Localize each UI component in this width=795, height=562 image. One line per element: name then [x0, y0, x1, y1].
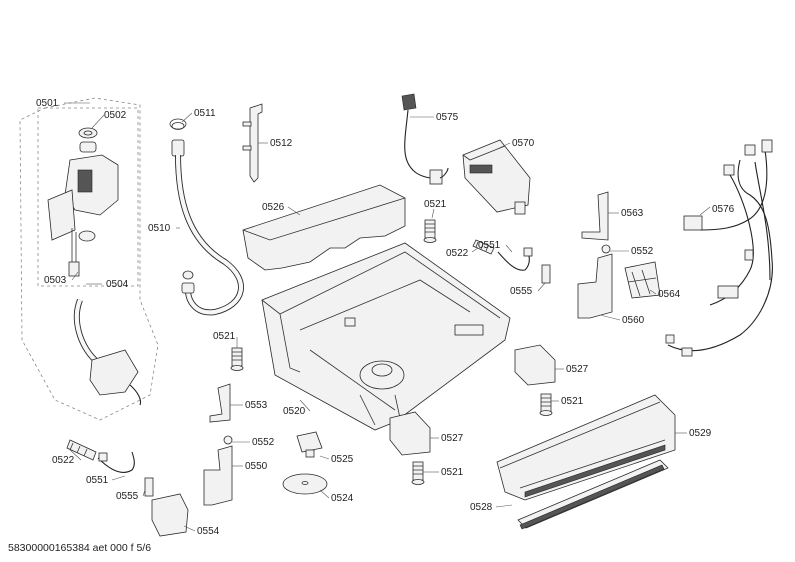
label-0575: 0575	[436, 112, 459, 123]
foot-0521-top	[423, 219, 437, 243]
cable-0551-right	[497, 247, 533, 271]
document-reference: 58300000165384 aet 000 f 5/6	[8, 542, 152, 554]
label-0555-right: 0555	[510, 286, 533, 297]
label-0522-right: 0522	[446, 248, 469, 259]
foot-cover-0527-right	[514, 344, 556, 386]
hose-clamp-0511	[169, 118, 187, 130]
base-tray-0520	[261, 242, 511, 431]
label-0554: 0554	[197, 526, 220, 537]
power-cable-0575	[401, 93, 449, 185]
cover-0526	[242, 184, 406, 271]
label-0560: 0560	[622, 315, 645, 326]
foot-0521-right	[539, 393, 553, 416]
drain-hose-0510	[171, 139, 244, 316]
cable-0551-left	[97, 451, 135, 473]
hinge-bracket-0550	[203, 445, 233, 506]
label-0576: 0576	[712, 204, 735, 215]
label-0511: 0511	[194, 108, 216, 119]
group-0501-inner-boundary	[37, 107, 139, 287]
foot-cover-0554	[151, 493, 189, 537]
label-0521-left: 0521	[213, 331, 236, 342]
group-0501-boundary	[19, 97, 159, 421]
label-0524: 0524	[331, 493, 354, 504]
label-0504: 0504	[106, 279, 129, 290]
label-0555-left: 0555	[116, 491, 139, 502]
label-0551-right: 0551	[478, 240, 501, 251]
label-0520: 0520	[283, 406, 306, 417]
label-0564: 0564	[658, 289, 681, 300]
label-0528: 0528	[470, 502, 493, 513]
label-0527-right: 0527	[566, 364, 589, 375]
label-0527-middle: 0527	[441, 433, 464, 444]
label-0521-right: 0521	[561, 396, 584, 407]
leader-lines	[64, 102, 711, 532]
label-0553: 0553	[245, 400, 268, 411]
disc-0524	[282, 473, 328, 495]
label-0501: 0501	[36, 98, 59, 109]
foot-0521-bottom	[411, 461, 425, 485]
sensor-0522-right	[472, 239, 495, 255]
label-0510: 0510	[148, 223, 171, 234]
wiring-harness-0576	[665, 139, 773, 357]
label-0551-left: 0551	[86, 475, 109, 486]
bracket-0512	[242, 103, 263, 183]
label-0552-right: 0552	[631, 246, 654, 257]
inlet-valve-assembly	[47, 127, 119, 277]
sensor-0522-left	[66, 439, 97, 461]
label-0521-top: 0521	[424, 199, 447, 210]
sensor-0525	[296, 431, 323, 458]
hinge-bracket-0560	[577, 253, 613, 319]
spring-0552-left	[223, 435, 233, 445]
label-0503: 0503	[44, 275, 67, 286]
holder-0564	[624, 261, 661, 299]
kickplate-0529	[496, 394, 676, 501]
hinge-bracket-0563	[581, 191, 609, 241]
label-0529: 0529	[689, 428, 712, 439]
clip-0555-left	[144, 477, 154, 497]
label-0502: 0502	[104, 110, 127, 121]
label-0526: 0526	[262, 202, 285, 213]
label-0552-left: 0552	[252, 437, 275, 448]
foot-0521-left	[230, 347, 244, 371]
label-0550: 0550	[245, 461, 268, 472]
hinge-bracket-0553	[209, 383, 231, 423]
label-0570: 0570	[512, 138, 535, 149]
label-0522-left: 0522	[52, 455, 75, 466]
label-0525: 0525	[331, 454, 354, 465]
clip-0555-right	[541, 264, 551, 284]
kickplate-strip-0528	[517, 459, 669, 530]
label-0563: 0563	[621, 208, 644, 219]
foot-cover-0527-middle	[389, 411, 431, 456]
inlet-hose-lower	[73, 298, 142, 406]
spring-0552-right	[601, 244, 611, 254]
label-0512: 0512	[270, 138, 293, 149]
electronic-module-0570	[462, 139, 531, 215]
label-0521-bottom: 0521	[441, 467, 464, 478]
